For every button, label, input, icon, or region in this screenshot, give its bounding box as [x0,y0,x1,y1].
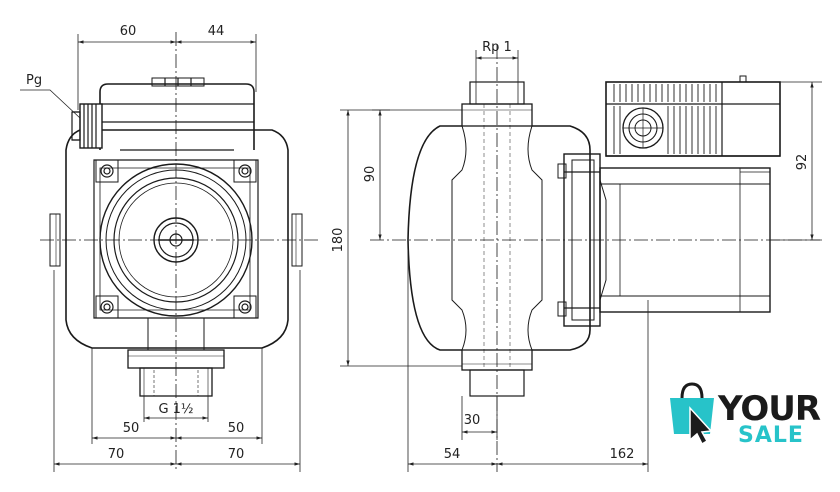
dim-bottom-right: 162 [610,447,635,462]
front-dimensions [20,34,301,472]
brand-logo: YOUR SALE [670,382,822,448]
dim-thread: G 1½ [158,402,193,417]
side-dimensions [340,50,822,472]
dim-height-total: 180 [331,228,346,253]
vent-screw-icon [153,217,199,263]
dim-bottom-inner-right: 50 [228,421,245,436]
corner-bolt-icon [95,159,119,183]
label-cable-gland: Pg [26,73,42,88]
dim-bottom-inner-left: 50 [123,421,140,436]
corner-bolt-icon [95,295,119,319]
dim-height-upper: 90 [363,166,378,183]
dim-port-width: 30 [464,413,481,428]
corner-bolt-icon [233,295,257,319]
cable-gland-icon [71,103,103,149]
shopping-bag-cursor-icon [670,382,714,446]
cooling-fins [613,84,717,154]
dim-motor-height: 92 [795,154,810,171]
logo-line-2: SALE [738,423,804,448]
dim-bottom-left: 54 [444,447,461,462]
speed-selector-knob-icon [622,107,664,149]
dim-top-right: 44 [208,24,225,39]
logo-line-1: YOUR [717,389,821,429]
dim-top-left: 60 [120,24,137,39]
dim-bottom-outer-right: 70 [228,447,245,462]
dim-bottom-outer-left: 70 [108,447,125,462]
dim-connection: Rp 1 [482,40,512,55]
corner-bolt-icon [233,159,257,183]
